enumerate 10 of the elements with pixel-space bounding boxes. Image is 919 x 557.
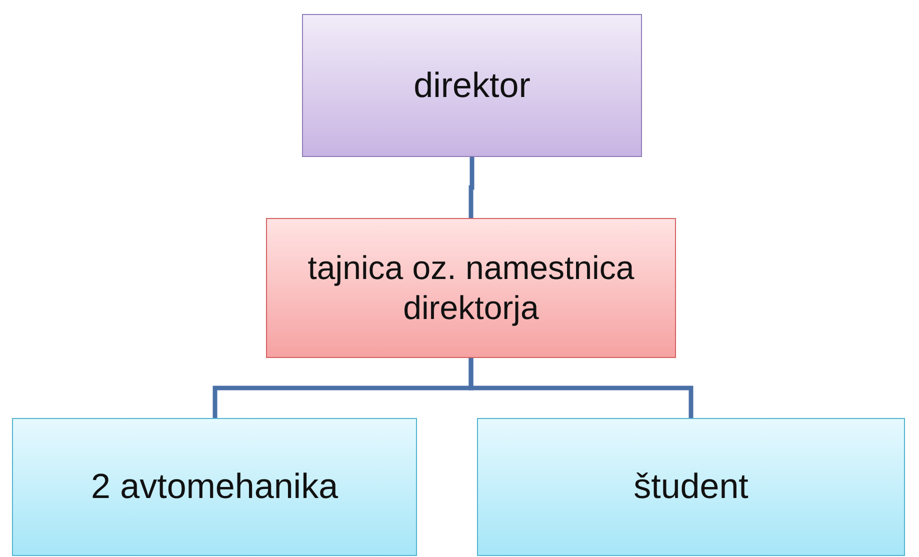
box-label: tajnica oz. namestnica direktorja [306, 248, 636, 328]
org-box [302, 14, 642, 157]
box-label: direktor [414, 64, 530, 106]
box-label: 2 avtomehanika [90, 466, 338, 508]
org-box [12, 418, 417, 556]
org-box [477, 418, 905, 556]
box-label: študent [634, 466, 748, 508]
org-box [266, 218, 676, 358]
connector-line [468, 358, 694, 418]
connector-line [468, 157, 474, 218]
